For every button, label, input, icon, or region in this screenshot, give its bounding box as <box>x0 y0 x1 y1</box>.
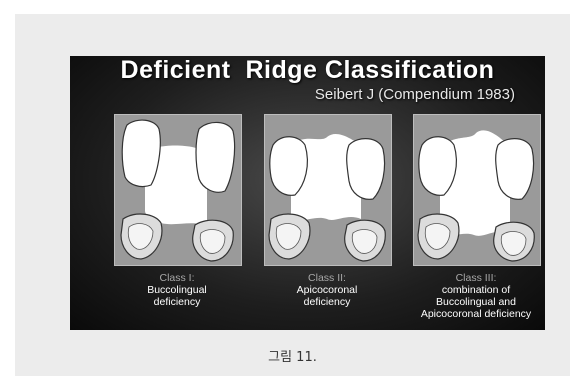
class-1-label: Class I: <box>107 272 247 284</box>
class-1-description: Buccolingual deficiency <box>107 284 247 308</box>
figure-container: Deficient Ridge Classification Seibert J… <box>15 14 570 376</box>
class-1-illustration <box>114 114 242 266</box>
class-2-caption: Class II: Apicocoronal deficiency <box>257 272 397 308</box>
class-3-caption: Class III: combination of Buccolingual a… <box>406 272 545 320</box>
class-2-illustration <box>264 114 392 266</box>
slide-title: Deficient Ridge Classification <box>70 56 545 85</box>
class-2-label: Class II: <box>257 272 397 284</box>
slide-subtitle: Seibert J (Compendium 1983) <box>315 86 515 103</box>
figure-caption: 그림 11. <box>15 346 570 365</box>
class-2-description: Apicocoronal deficiency <box>257 284 397 308</box>
slide-image: Deficient Ridge Classification Seibert J… <box>70 56 545 330</box>
class-3-description: combination of Buccolingual and Apicocor… <box>406 284 545 320</box>
class-3-illustration <box>413 114 541 266</box>
class-1-caption: Class I: Buccolingual deficiency <box>107 272 247 308</box>
class-3-label: Class III: <box>406 272 545 284</box>
